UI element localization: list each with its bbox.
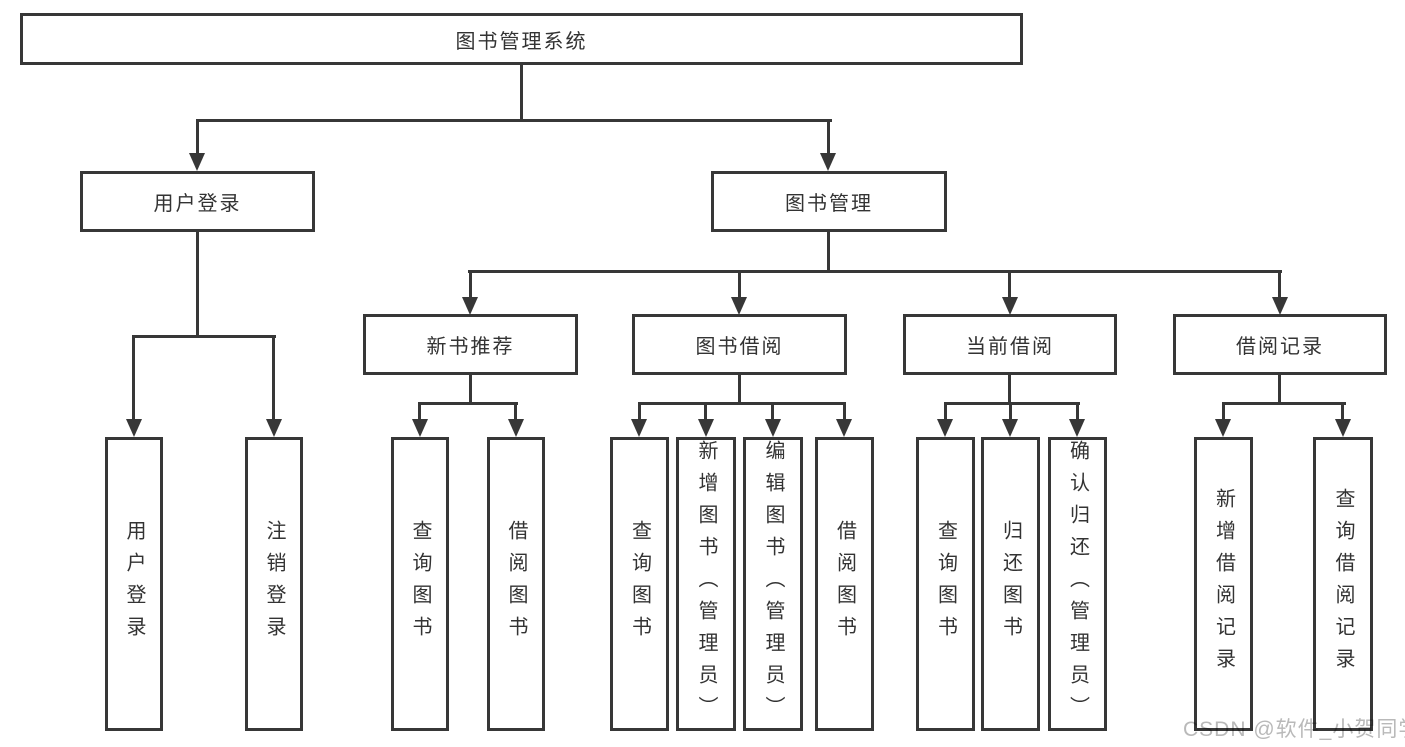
connector-line xyxy=(196,119,199,157)
node-book-borrowing-label: 图书借阅 xyxy=(695,336,784,358)
node-borrowing-records: 借阅记录 xyxy=(1173,314,1387,375)
connector-line xyxy=(843,402,846,421)
connector-line xyxy=(418,402,421,421)
leaf-return-books: 归还图书 xyxy=(981,437,1040,731)
connector-line xyxy=(1222,402,1225,421)
leaf-confirm-return-admin-label: 确认归还（管理员） xyxy=(1066,440,1089,728)
connector-line xyxy=(1008,270,1011,300)
leaf-search-borrow-record-label: 查询借阅记录 xyxy=(1332,488,1354,680)
connector-line xyxy=(1009,402,1012,421)
connector-line xyxy=(520,65,523,122)
leaf-return-books-label: 归还图书 xyxy=(999,520,1022,648)
connector-line xyxy=(738,270,741,300)
node-new-book-recommendation: 新书推荐 xyxy=(363,314,578,375)
node-user-login: 用户登录 xyxy=(80,171,315,232)
leaf-add-book-admin: 新增图书（管理员） xyxy=(676,437,736,731)
connector-line xyxy=(638,402,641,421)
leaf-search-books-borrowing: 查询图书 xyxy=(610,437,669,731)
connector-line xyxy=(827,119,830,157)
leaf-logout: 注销登录 xyxy=(245,437,303,731)
leaf-search-books-current-label: 查询图书 xyxy=(934,520,957,648)
connector-line xyxy=(272,335,275,422)
connector-line xyxy=(514,402,517,421)
node-new-book-recommendation-label: 新书推荐 xyxy=(426,336,515,358)
arrowhead-down-icon xyxy=(1272,297,1288,315)
connector-line xyxy=(1008,375,1011,405)
arrowhead-down-icon xyxy=(698,419,714,437)
connector-line xyxy=(469,270,472,300)
connector-line xyxy=(1341,402,1344,421)
leaf-add-borrow-record-label: 新增借阅记录 xyxy=(1212,488,1235,680)
connector-line xyxy=(944,402,1080,405)
leaf-edit-book-admin-label: 编辑图书（管理员） xyxy=(762,440,784,728)
connector-line xyxy=(196,119,832,122)
arrowhead-down-icon xyxy=(731,297,747,315)
node-user-login-label: 用户登录 xyxy=(153,193,242,215)
leaf-confirm-return-admin: 确认归还（管理员） xyxy=(1048,437,1107,731)
leaf-edit-book-admin: 编辑图书（管理员） xyxy=(743,437,803,731)
leaf-search-books-current: 查询图书 xyxy=(916,437,975,731)
arrowhead-down-icon xyxy=(412,419,428,437)
arrowhead-down-icon xyxy=(462,297,478,315)
leaf-add-borrow-record: 新增借阅记录 xyxy=(1194,437,1253,731)
connector-line xyxy=(1222,402,1346,405)
connector-line xyxy=(771,402,774,421)
leaf-search-books-recommend-label: 查询图书 xyxy=(409,520,431,648)
arrowhead-down-icon xyxy=(1215,419,1231,437)
connector-line xyxy=(827,232,830,273)
node-current-borrowing: 当前借阅 xyxy=(903,314,1117,375)
leaf-borrow-books-borrowing-label: 借阅图书 xyxy=(833,520,856,648)
arrowhead-down-icon xyxy=(1002,419,1018,437)
leaf-search-books-recommend: 查询图书 xyxy=(391,437,449,731)
leaf-logout-label: 注销登录 xyxy=(263,520,285,648)
node-current-borrowing-label: 当前借阅 xyxy=(966,336,1054,358)
arrowhead-down-icon xyxy=(266,419,282,437)
leaf-borrow-books-borrowing: 借阅图书 xyxy=(815,437,874,731)
connector-line xyxy=(1076,402,1079,421)
arrowhead-down-icon xyxy=(631,419,647,437)
node-root: 图书管理系统 xyxy=(20,13,1023,65)
node-borrowing-records-label: 借阅记录 xyxy=(1236,336,1324,358)
leaf-search-books-borrowing-label: 查询图书 xyxy=(628,520,651,648)
connector-line xyxy=(469,375,472,405)
connector-line xyxy=(418,402,518,405)
leaf-add-book-admin-label: 新增图书（管理员） xyxy=(695,440,717,728)
csdn-watermark: CSDN @软件_小贺同学 xyxy=(1183,718,1405,741)
node-root-label: 图书管理系统 xyxy=(455,30,588,53)
leaf-user-login: 用户登录 xyxy=(105,437,163,731)
arrowhead-down-icon xyxy=(836,419,852,437)
arrowhead-down-icon xyxy=(1002,297,1018,315)
connector-line xyxy=(132,335,135,422)
arrowhead-down-icon xyxy=(1335,419,1351,437)
leaf-user-login-label: 用户登录 xyxy=(123,520,145,648)
connector-line xyxy=(468,270,1282,273)
arrowhead-down-icon xyxy=(126,419,142,437)
connector-line xyxy=(1278,270,1281,300)
arrowhead-down-icon xyxy=(508,419,524,437)
connector-line xyxy=(638,402,846,405)
arrowhead-down-icon xyxy=(820,153,836,171)
connector-line xyxy=(132,335,276,338)
node-book-management-label: 图书管理 xyxy=(785,193,873,215)
arrowhead-down-icon xyxy=(937,419,953,437)
arrowhead-down-icon xyxy=(765,419,781,437)
arrowhead-down-icon xyxy=(189,153,205,171)
connector-line xyxy=(704,402,707,421)
connector-line xyxy=(944,402,947,421)
connector-line xyxy=(196,232,199,338)
arrowhead-down-icon xyxy=(1069,419,1085,437)
connector-line xyxy=(738,375,741,405)
leaf-search-borrow-record: 查询借阅记录 xyxy=(1313,437,1373,731)
leaf-borrow-books-recommend-label: 借阅图书 xyxy=(505,520,527,648)
leaf-borrow-books-recommend: 借阅图书 xyxy=(487,437,545,731)
node-book-borrowing: 图书借阅 xyxy=(632,314,847,375)
node-book-management: 图书管理 xyxy=(711,171,947,232)
connector-line xyxy=(1278,375,1281,405)
